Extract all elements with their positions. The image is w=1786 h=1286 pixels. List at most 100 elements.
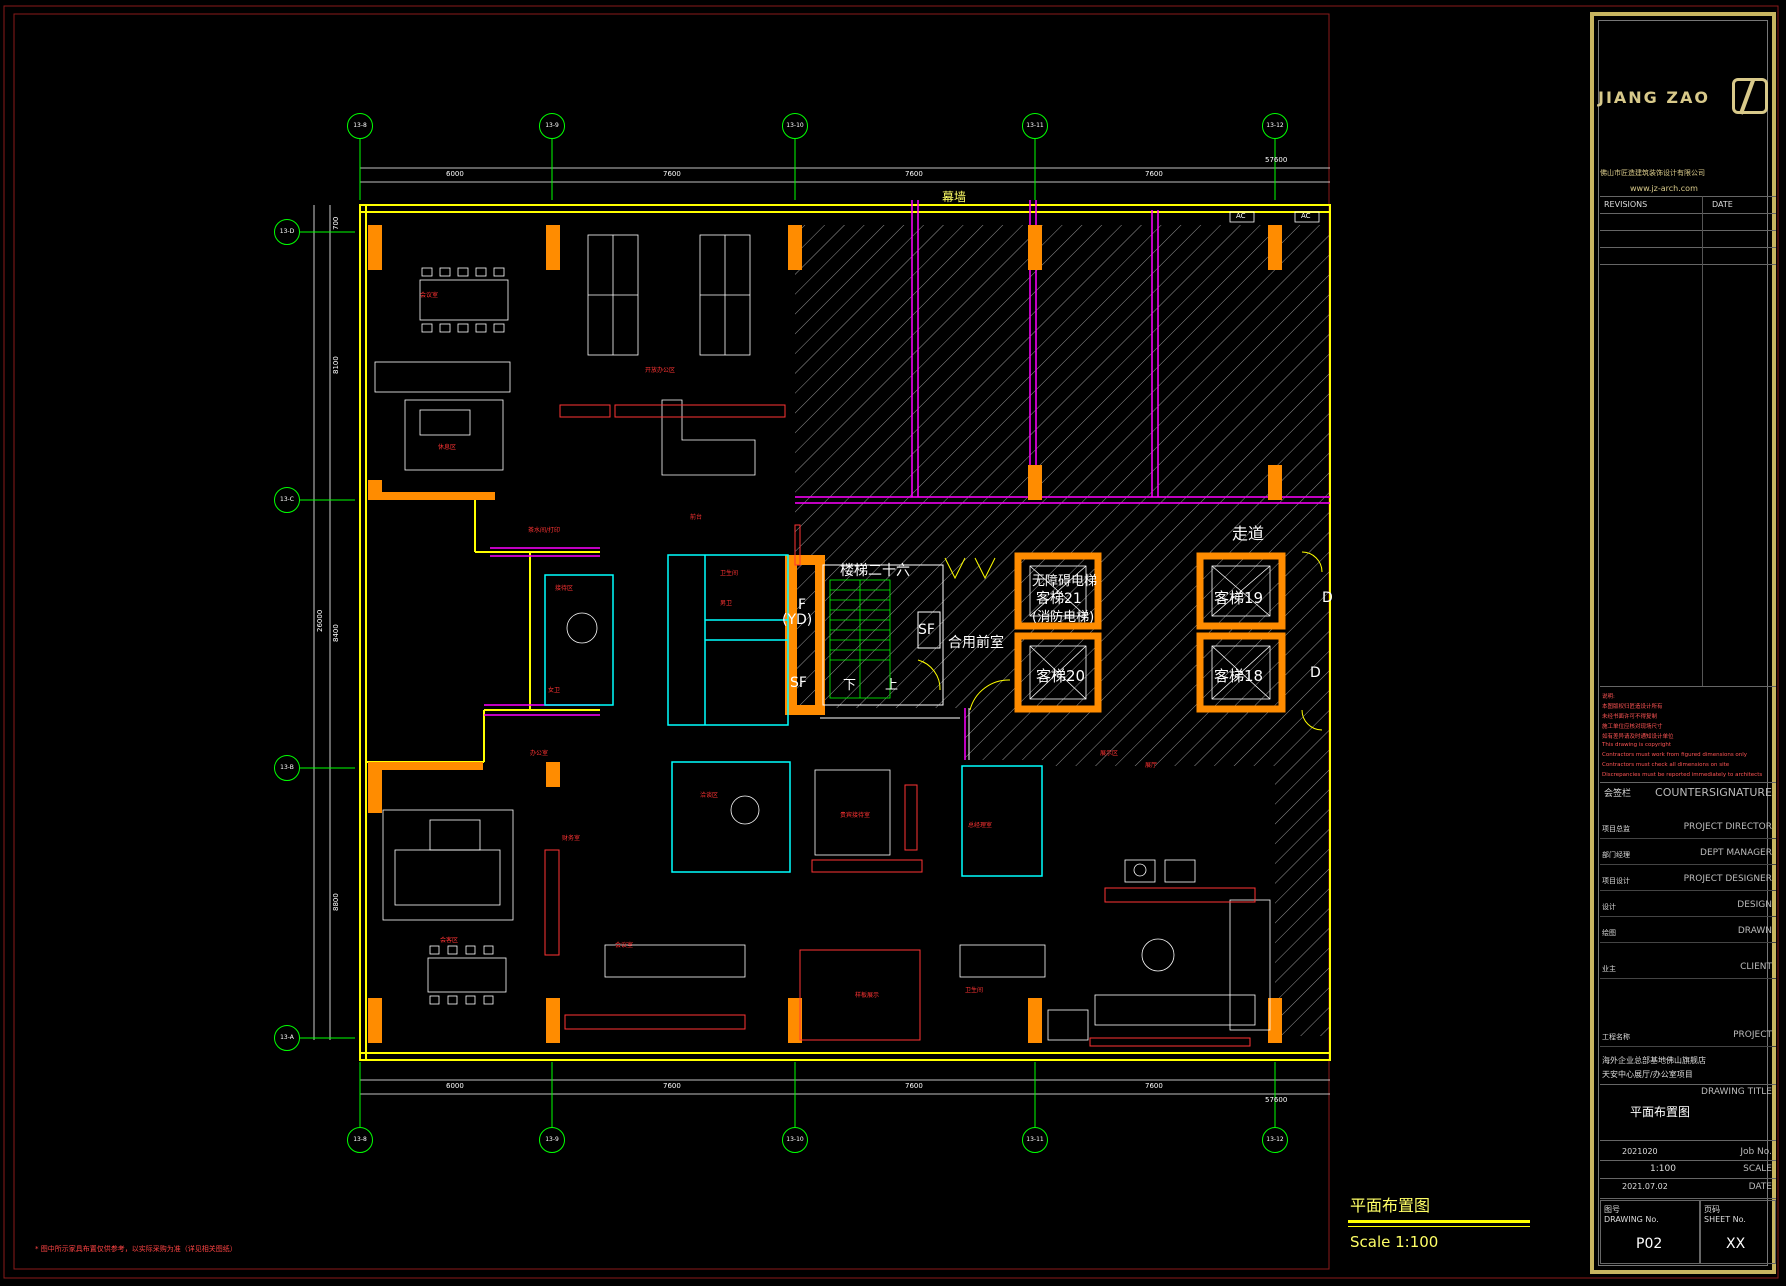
- axis-bubble-left-13-A: 13-A: [274, 1025, 300, 1051]
- axis-bubble-top-13-12: 13-12: [1262, 113, 1288, 139]
- tb-divider-6: [1600, 686, 1776, 687]
- elevator-shafts: [1014, 552, 1286, 713]
- stair-walls: [820, 564, 970, 760]
- dim-bottom-0: 6000: [446, 1082, 464, 1090]
- dim-top-total: 57600: [1265, 156, 1288, 164]
- date-col-label: DATE: [1712, 200, 1733, 209]
- date-label: DATE: [1748, 1182, 1772, 1192]
- role-label: DEPT MANAGER: [1700, 848, 1772, 858]
- role-label: PROJECT DIRECTOR: [1683, 822, 1772, 832]
- tb-divider-12: [1600, 1198, 1776, 1199]
- axis-bubble-left-13-D: 13-D: [274, 219, 300, 245]
- elevator-20-label: 客梯20: [1036, 667, 1086, 685]
- note-line: Discrepancies must be reported immediate…: [1602, 772, 1763, 778]
- room-label: 女卫: [548, 687, 561, 694]
- dim-left-total: 26000: [316, 609, 324, 632]
- room-label: 开放办公区: [645, 367, 676, 374]
- tb-divider-4: [1600, 247, 1776, 248]
- role-divider: [1600, 942, 1776, 943]
- tb-divider-5: [1600, 264, 1776, 265]
- tb-divider-1: [1600, 196, 1776, 197]
- ac-boxes: [1229, 211, 1320, 223]
- structural-columns: [368, 225, 1282, 1043]
- room-label: 总经理室: [968, 822, 993, 829]
- sheet-no-value: XX: [1726, 1236, 1746, 1252]
- company-website: www.jz-arch.com: [1630, 184, 1698, 193]
- dim-top-1: 7600: [663, 170, 681, 178]
- dim-bottom-total: 57600: [1265, 1096, 1288, 1104]
- dim-left-3: 8800: [332, 893, 340, 911]
- room-label: 接待区: [555, 585, 574, 592]
- role-divider: [1600, 864, 1776, 865]
- dim-left-0: 700: [332, 216, 340, 230]
- role-label: DRAWN: [1737, 926, 1772, 936]
- room-label: 展示区: [1100, 750, 1119, 757]
- footnote: * 图中所示家具布置仅供参考，以实际采购为准（详见相关图纸）: [35, 1245, 237, 1253]
- scale-value: 1:100: [1650, 1164, 1676, 1174]
- fire-elevator-line-2: 客梯21: [1036, 591, 1082, 607]
- room-label: 会议室: [420, 292, 439, 299]
- scale-label: SCALE: [1743, 1164, 1772, 1174]
- note-line: This drawing is copyright: [1602, 742, 1672, 748]
- job-no-value: 2021020: [1622, 1147, 1658, 1156]
- room-label: 卫生间: [720, 570, 739, 577]
- corridor-label: 走道: [1232, 524, 1265, 543]
- grid-axis-lines: [300, 139, 1276, 1127]
- axis-bubble-bottom-13-9: 13-9: [539, 1127, 565, 1153]
- fire-elevator-line-3: (消防电梯): [1032, 610, 1095, 625]
- sf-label-1: SF: [918, 622, 935, 638]
- revisions-label: REVISIONS: [1604, 200, 1648, 209]
- room-label: 茶水间/打印: [528, 527, 561, 534]
- ac-label-1: AC: [1236, 212, 1246, 220]
- note-line: 说明:: [1602, 694, 1615, 700]
- stair-down-label: 下: [843, 678, 857, 693]
- sheet-no-cn: 页码: [1704, 1205, 1720, 1214]
- ac-label-2: AC: [1301, 212, 1311, 220]
- tb-divider-10: [1600, 1160, 1776, 1161]
- role-divider: [1600, 978, 1776, 979]
- dimension-lines: [313, 167, 1330, 1095]
- dim-left-2: 8400: [332, 624, 340, 642]
- tb-divider-3: [1600, 230, 1776, 231]
- elevator-19-label: 客梯19: [1214, 589, 1264, 607]
- role-divider: [1600, 1046, 1776, 1047]
- plan-title: 平面布置图: [1350, 1196, 1431, 1215]
- exterior-walls: [359, 204, 1331, 1061]
- axis-bubble-bottom-13-12: 13-12: [1262, 1127, 1288, 1153]
- axis-bubble-bottom-13-10: 13-10: [782, 1127, 808, 1153]
- project-line-1: 海外企业总部基地佛山旗舰店: [1602, 1056, 1706, 1065]
- role-label-cn: 绘图: [1602, 929, 1616, 937]
- room-label: 休息区: [438, 444, 457, 451]
- note-line: Contractors must check all dimensions on…: [1602, 762, 1730, 768]
- role-divider: [1600, 890, 1776, 891]
- drawing-title-value: 平面布置图: [1630, 1105, 1691, 1119]
- role-label-cn: 工程名称: [1602, 1033, 1630, 1041]
- countersignature-label: COUNTERSIGNATURE: [1655, 786, 1772, 799]
- axis-bubble-top-13-10: 13-10: [782, 113, 808, 139]
- stair-core: [829, 579, 891, 699]
- dim-top-2: 7600: [905, 170, 923, 178]
- note-line: 本图版权归匠造设计所有: [1602, 704, 1663, 710]
- room-label: 男卫: [720, 600, 733, 607]
- logo-slash: [1738, 79, 1756, 115]
- role-label: DESIGN: [1737, 900, 1772, 910]
- room-label: 卫生间: [965, 987, 984, 994]
- elevator-18-label: 客梯18: [1214, 667, 1264, 685]
- plan-title-underline: [1348, 1220, 1530, 1223]
- plan-title-underline-thin: [1348, 1226, 1530, 1227]
- tb-divider-11: [1600, 1178, 1776, 1179]
- axis-bubble-bottom-13-8: 13-8: [347, 1127, 373, 1153]
- drawing-no-cn: 图号: [1604, 1205, 1620, 1214]
- role-label-cn: 设计: [1602, 903, 1616, 911]
- room-label: 前台: [690, 514, 703, 521]
- role-label-cn: 部门经理: [1602, 851, 1630, 859]
- drawing-no-label: DRAWING No.: [1604, 1215, 1659, 1224]
- furniture: [374, 234, 1271, 1041]
- sheet-no-label: SHEET No.: [1704, 1215, 1746, 1224]
- note-line: 未经书面许可不得复制: [1602, 714, 1658, 720]
- sheet-no-box: [1700, 1200, 1776, 1264]
- tb-divider-2: [1600, 213, 1776, 214]
- cabinets: [544, 404, 1256, 1047]
